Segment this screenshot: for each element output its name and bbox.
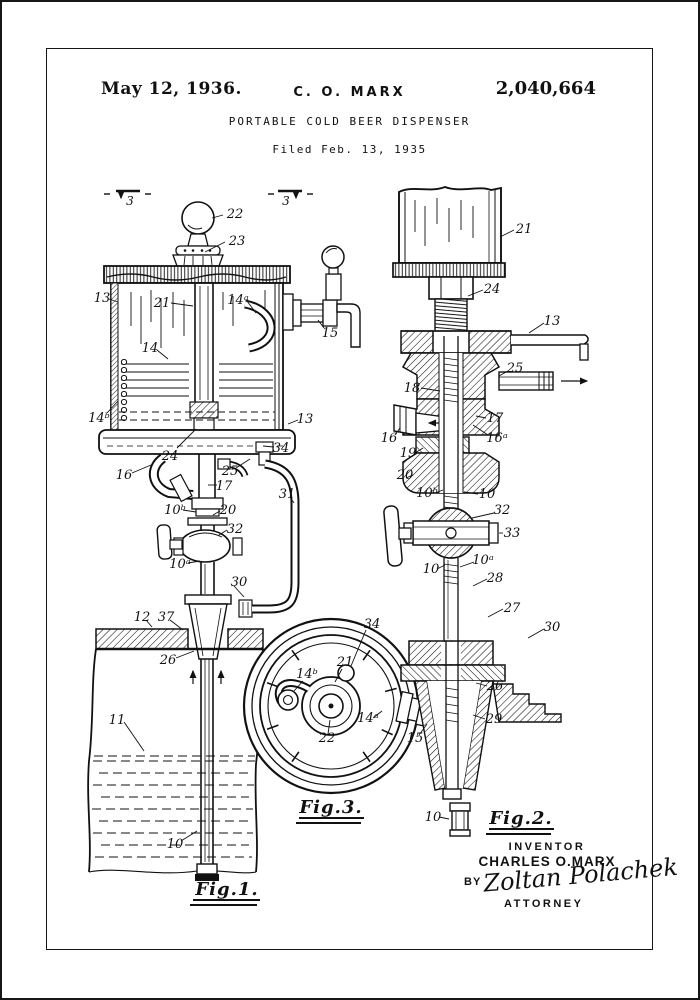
- ref-label: 24: [161, 449, 179, 464]
- ref-label: 10ᵃ: [169, 557, 191, 572]
- ref-label: 14ᵇ: [296, 667, 318, 682]
- ref-label: 10: [167, 837, 184, 852]
- ref-label: 12: [134, 610, 151, 625]
- ref-label: 10ᵇ: [416, 486, 438, 501]
- ref-label: 25: [506, 361, 524, 376]
- section-line-number: 3: [282, 194, 290, 208]
- ref-label: 10: [425, 810, 442, 825]
- ref-label: 29: [485, 712, 503, 727]
- ref-label: 16ᵃ: [486, 431, 508, 446]
- fig2-labels: 21 24 13 25 18 17 16 16ᵃ 19 20 10ᵇ 10 32…: [381, 222, 561, 825]
- inventor-heading: INVENTOR: [508, 841, 586, 853]
- ref-label: 30: [544, 620, 561, 635]
- inventor-name: CHARLES O.MARX: [478, 854, 616, 869]
- ref-label: 31: [279, 487, 296, 502]
- inventor-header-name: C. O. MARX: [293, 85, 406, 100]
- fig3-caption: Fig.3.: [298, 797, 362, 818]
- ref-label: 10ᵇ: [164, 503, 186, 518]
- ref-label: 20: [219, 503, 237, 518]
- ref-label: 28: [486, 571, 504, 586]
- ref-label: 32: [227, 522, 244, 537]
- ref-label: 32: [494, 503, 511, 518]
- ref-label: 15: [322, 326, 339, 341]
- ref-label: 34: [364, 617, 381, 632]
- ref-label: 21: [515, 222, 533, 237]
- ref-label: 24: [483, 282, 501, 297]
- ref-label: 14ᵃ: [227, 293, 249, 308]
- ref-label: 10: [479, 487, 496, 502]
- ref-label: 19: [400, 446, 417, 461]
- filed-line: Filed Feb. 13, 1935: [272, 143, 427, 156]
- fig2-drawing: [383, 185, 589, 837]
- section-markers: 3 3: [104, 189, 313, 208]
- figure-captions: Fig.1. Fig.2. Fig.3.: [190, 797, 554, 906]
- ref-label: 17: [487, 411, 504, 426]
- patent-date: May 12, 1936.: [101, 79, 242, 99]
- by-label: BY: [464, 876, 482, 888]
- inner-frame: May 12, 1936. C. O. MARX 2,040,664 PORTA…: [46, 48, 679, 950]
- ref-label: 27: [503, 601, 521, 616]
- ref-label: 14ᵇ: [88, 411, 110, 426]
- ref-label: 26: [486, 679, 504, 694]
- patent-number: 2,040,664: [495, 78, 596, 99]
- fig2-caption: Fig.2.: [488, 808, 552, 829]
- ref-label: 14: [142, 341, 159, 356]
- ref-label: 13: [544, 314, 561, 329]
- ref-label: 33: [504, 526, 521, 541]
- ref-label: 25: [221, 464, 239, 479]
- ref-label: 13: [94, 291, 111, 306]
- fig1-drawing: [87, 201, 361, 881]
- ref-label: 34: [273, 441, 290, 456]
- ref-label: 13: [297, 412, 314, 427]
- patent-title: PORTABLE COLD BEER DISPENSER: [228, 115, 471, 128]
- ref-label: 15: [407, 731, 424, 746]
- ref-label: 10ᵃ: [472, 553, 494, 568]
- ref-label: 10: [423, 562, 440, 577]
- fig1-caption: Fig.1.: [194, 879, 258, 900]
- ref-label: 17: [216, 479, 233, 494]
- ref-label: 22: [318, 731, 336, 746]
- ref-label: 21: [336, 655, 354, 670]
- ref-label: 20: [396, 468, 414, 483]
- attorney-label: ATTORNEY: [504, 898, 584, 910]
- ref-label: 23: [228, 234, 246, 249]
- ref-label: 16: [116, 468, 133, 483]
- ref-label: 22: [226, 207, 244, 222]
- fig3-labels: 34 21 14ᵇ 22 14ᵃ 15: [293, 617, 428, 746]
- fig1-labels: 22 23 13 21 14ᵃ 15 14 14ᵇ 24 13 34 16 25…: [88, 207, 338, 852]
- ref-label: 21: [153, 296, 171, 311]
- ref-label: 30: [231, 575, 248, 590]
- fig3-drawing: [242, 617, 453, 795]
- ref-label: 37: [158, 610, 175, 625]
- ref-label: 18: [404, 381, 421, 396]
- ref-label: 14ᵃ: [357, 711, 379, 726]
- patent-drawing: 3 3: [87, 185, 589, 906]
- section-line-number: 3: [126, 194, 134, 208]
- ref-label: 26: [159, 653, 177, 668]
- ref-label: 16: [381, 431, 398, 446]
- ref-label: 11: [109, 713, 126, 728]
